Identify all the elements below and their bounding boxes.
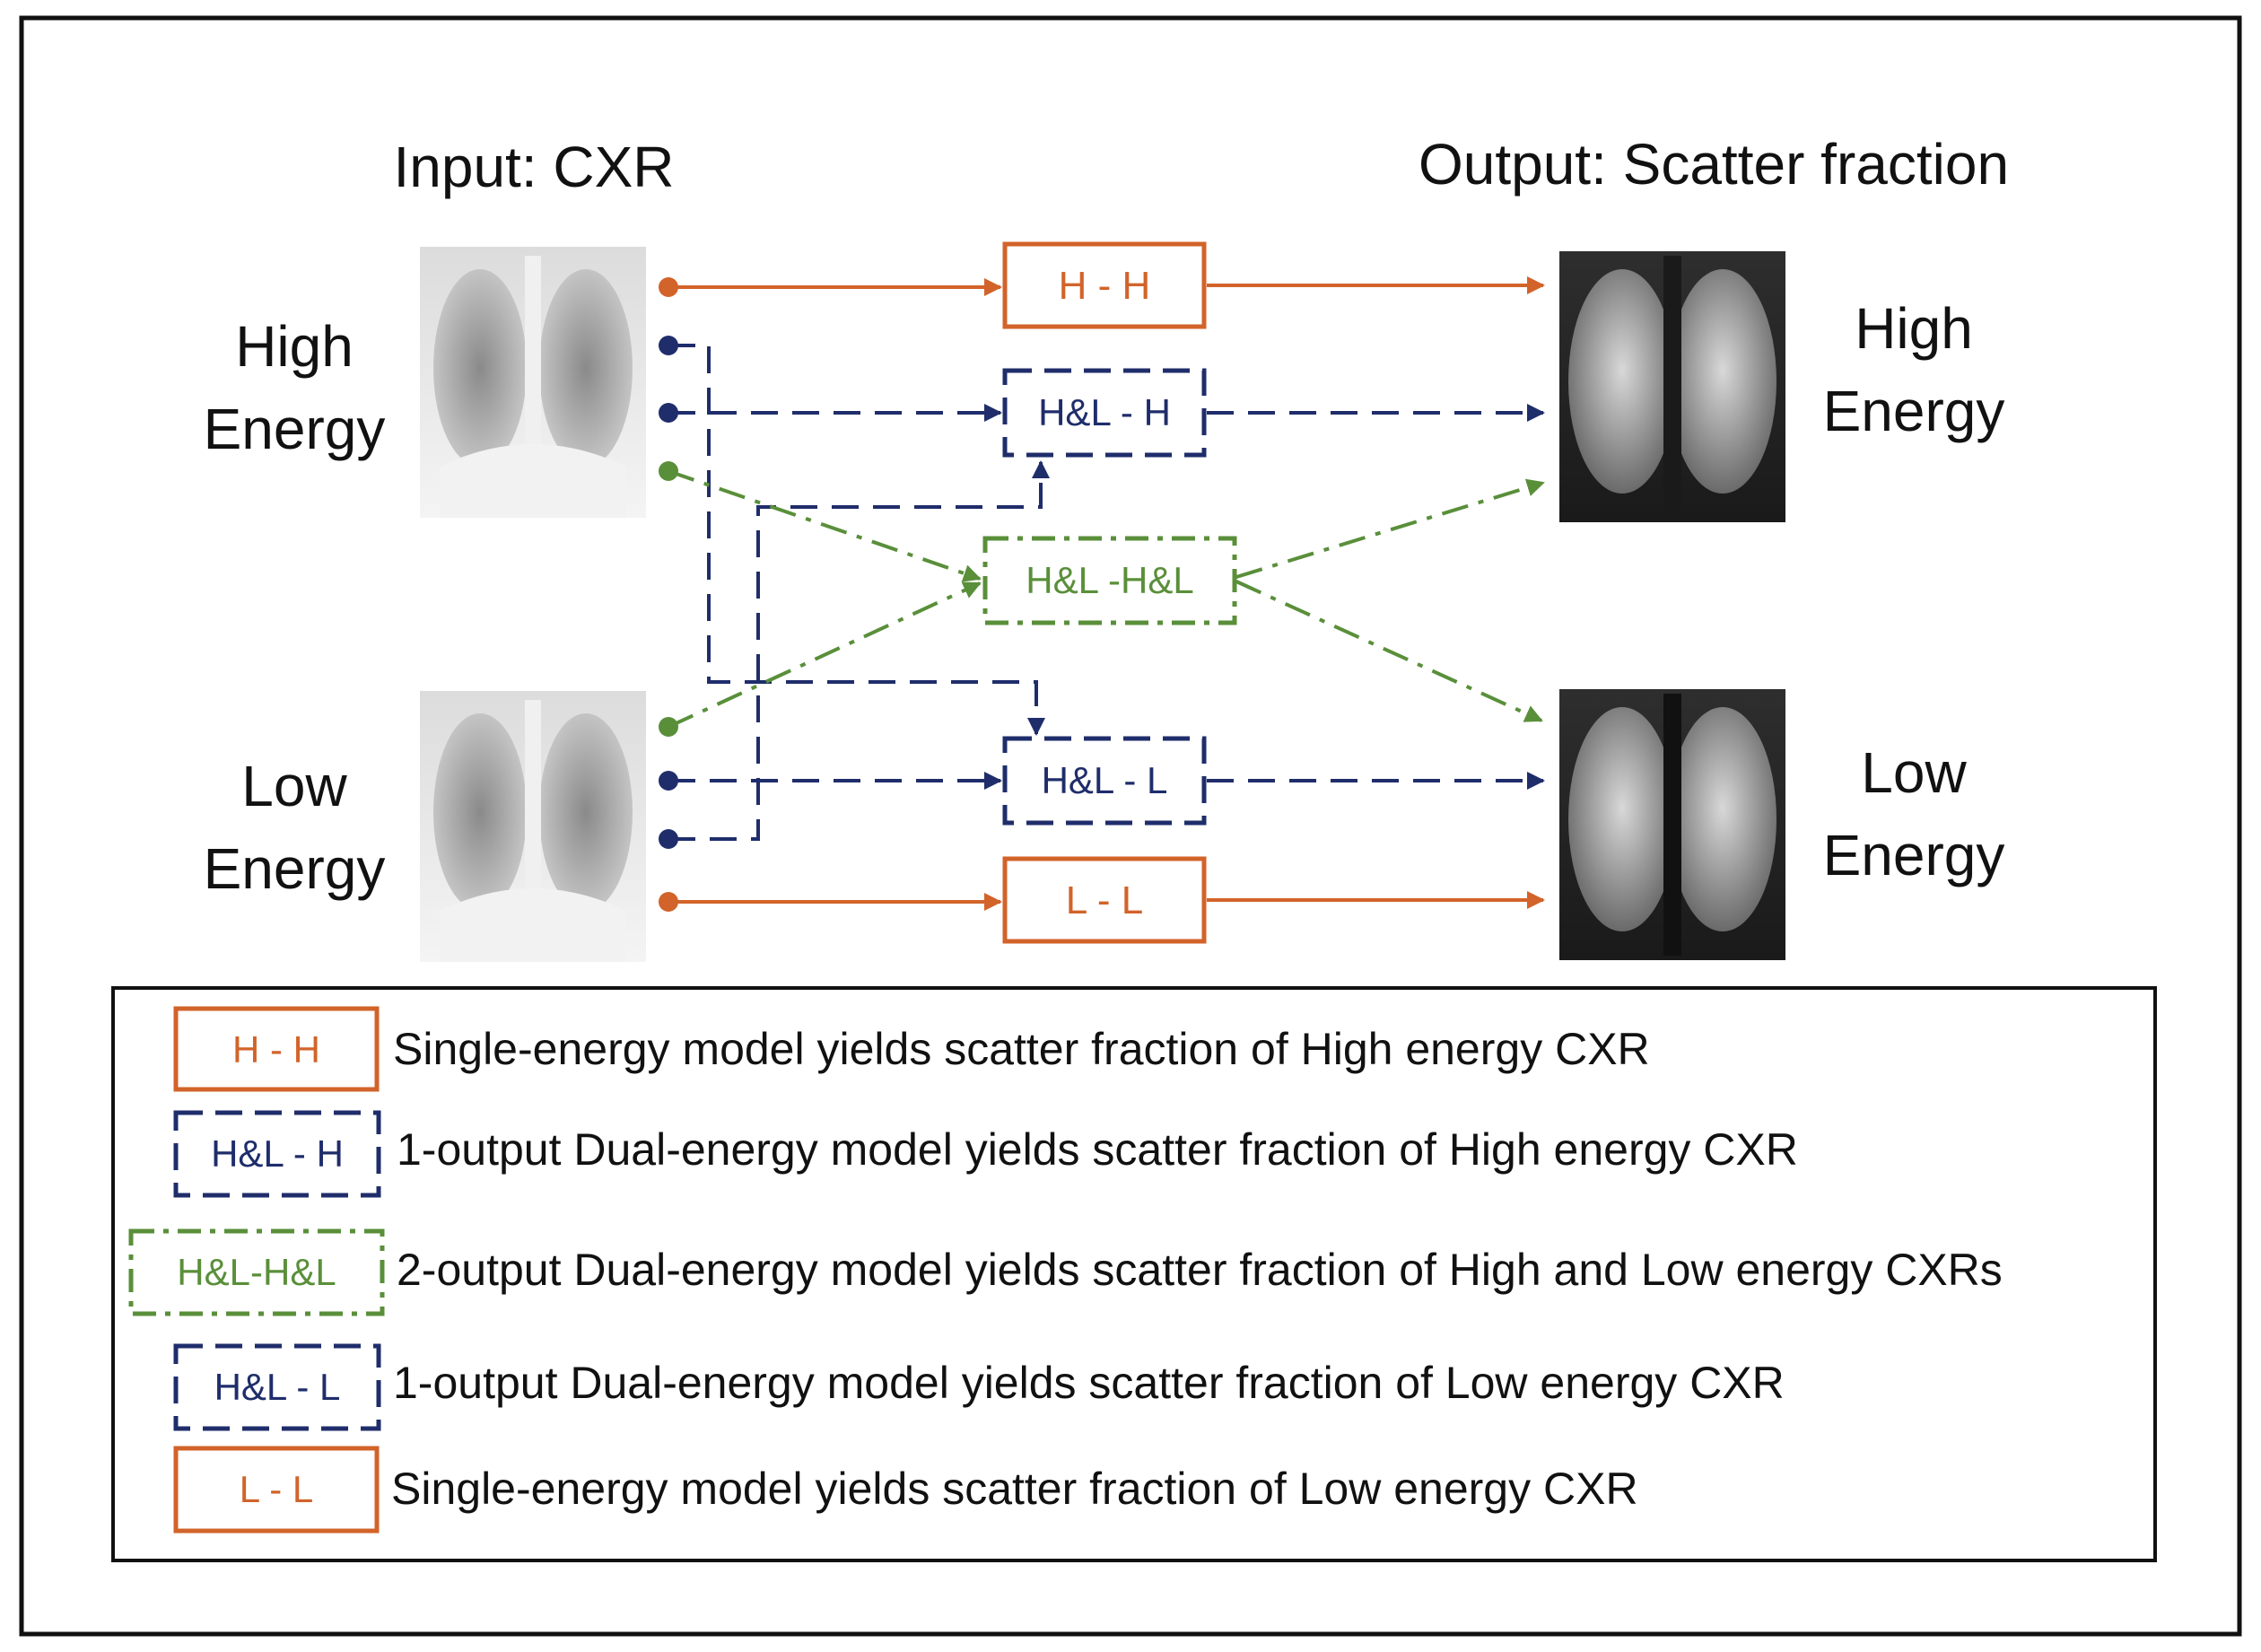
svg-text:H - H: H - H	[232, 1028, 320, 1071]
svg-text:Low: Low	[241, 754, 347, 818]
legend-item-hh: H - H Single-energy model yields scatter…	[173, 1006, 1650, 1092]
input-cxr-high-image	[420, 247, 646, 518]
legend-item-hlhl: H&L-H&L 2-output Dual-energy model yield…	[128, 1228, 2003, 1316]
model-box-hlhl: H&L -H&L	[982, 536, 1237, 625]
output-sf-high-image	[1559, 251, 1785, 522]
svg-text:Energy: Energy	[1823, 379, 2005, 443]
navy-input-dots	[659, 336, 678, 849]
svg-text:L - L: L - L	[240, 1468, 313, 1510]
model-box-hh: H - H	[1002, 241, 1207, 329]
input-high-label: High Energy	[204, 314, 386, 461]
hh-connectors	[659, 276, 1545, 297]
model-box-ll: L - L	[1002, 856, 1207, 944]
svg-text:High: High	[235, 314, 354, 379]
svg-text:Low: Low	[1861, 740, 1967, 805]
svg-text:2-output Dual-energy model yie: 2-output Dual-energy model yields scatte…	[397, 1245, 2003, 1295]
legend-item-hlh: H&L - H 1-output Dual-energy model yield…	[173, 1110, 1798, 1198]
svg-text:High: High	[1855, 296, 1973, 361]
output-high-label: High Energy	[1823, 296, 2005, 443]
svg-text:L - L: L - L	[1066, 878, 1143, 922]
dual-energy-2-output-connectors	[668, 469, 1545, 729]
svg-text:H&L - L: H&L - L	[214, 1366, 341, 1408]
input-header: Input: CXR	[393, 135, 674, 199]
output-low-label: Low Energy	[1823, 740, 2005, 887]
svg-text:H&L - L: H&L - L	[1042, 759, 1168, 801]
outer-frame	[19, 15, 2242, 1637]
dual-energy-1-output-connectors	[668, 344, 1545, 841]
model-box-hll: H&L - L	[1002, 736, 1207, 826]
svg-text:Energy: Energy	[1823, 823, 2005, 887]
output-header: Output: Scatter fraction	[1419, 132, 2009, 197]
svg-text:Energy: Energy	[204, 836, 386, 901]
svg-text:Single-energy model yields sca: Single-energy model yields scatter fract…	[393, 1024, 1650, 1074]
model-box-hlh: H&L - H	[1002, 368, 1207, 458]
legend-item-ll: L - L Single-energy model yields scatter…	[173, 1446, 1638, 1534]
svg-text:H&L-H&L: H&L-H&L	[177, 1251, 336, 1293]
input-cxr-low-image	[420, 691, 646, 962]
legend-item-hll: H&L - L 1-output Dual-energy model yield…	[173, 1343, 1785, 1431]
svg-text:Energy: Energy	[204, 397, 386, 461]
svg-text:1-output Dual-energy model yie: 1-output Dual-energy model yields scatte…	[397, 1124, 1798, 1175]
svg-text:H&L - H: H&L - H	[211, 1132, 344, 1175]
output-sf-low-image	[1559, 689, 1785, 960]
svg-text:H&L -H&L: H&L -H&L	[1026, 559, 1194, 601]
green-input-dots	[659, 461, 678, 737]
svg-text:H - H: H - H	[1059, 264, 1151, 308]
input-low-label: Low Energy	[204, 754, 386, 901]
legend-frame	[111, 986, 2157, 1562]
svg-text:H&L - H: H&L - H	[1038, 391, 1171, 433]
ll-connectors	[659, 891, 1545, 912]
svg-text:1-output Dual-energy model yie: 1-output Dual-energy model yields scatte…	[393, 1358, 1785, 1408]
svg-text:Single-energy model yields sca: Single-energy model yields scatter fract…	[391, 1464, 1638, 1514]
